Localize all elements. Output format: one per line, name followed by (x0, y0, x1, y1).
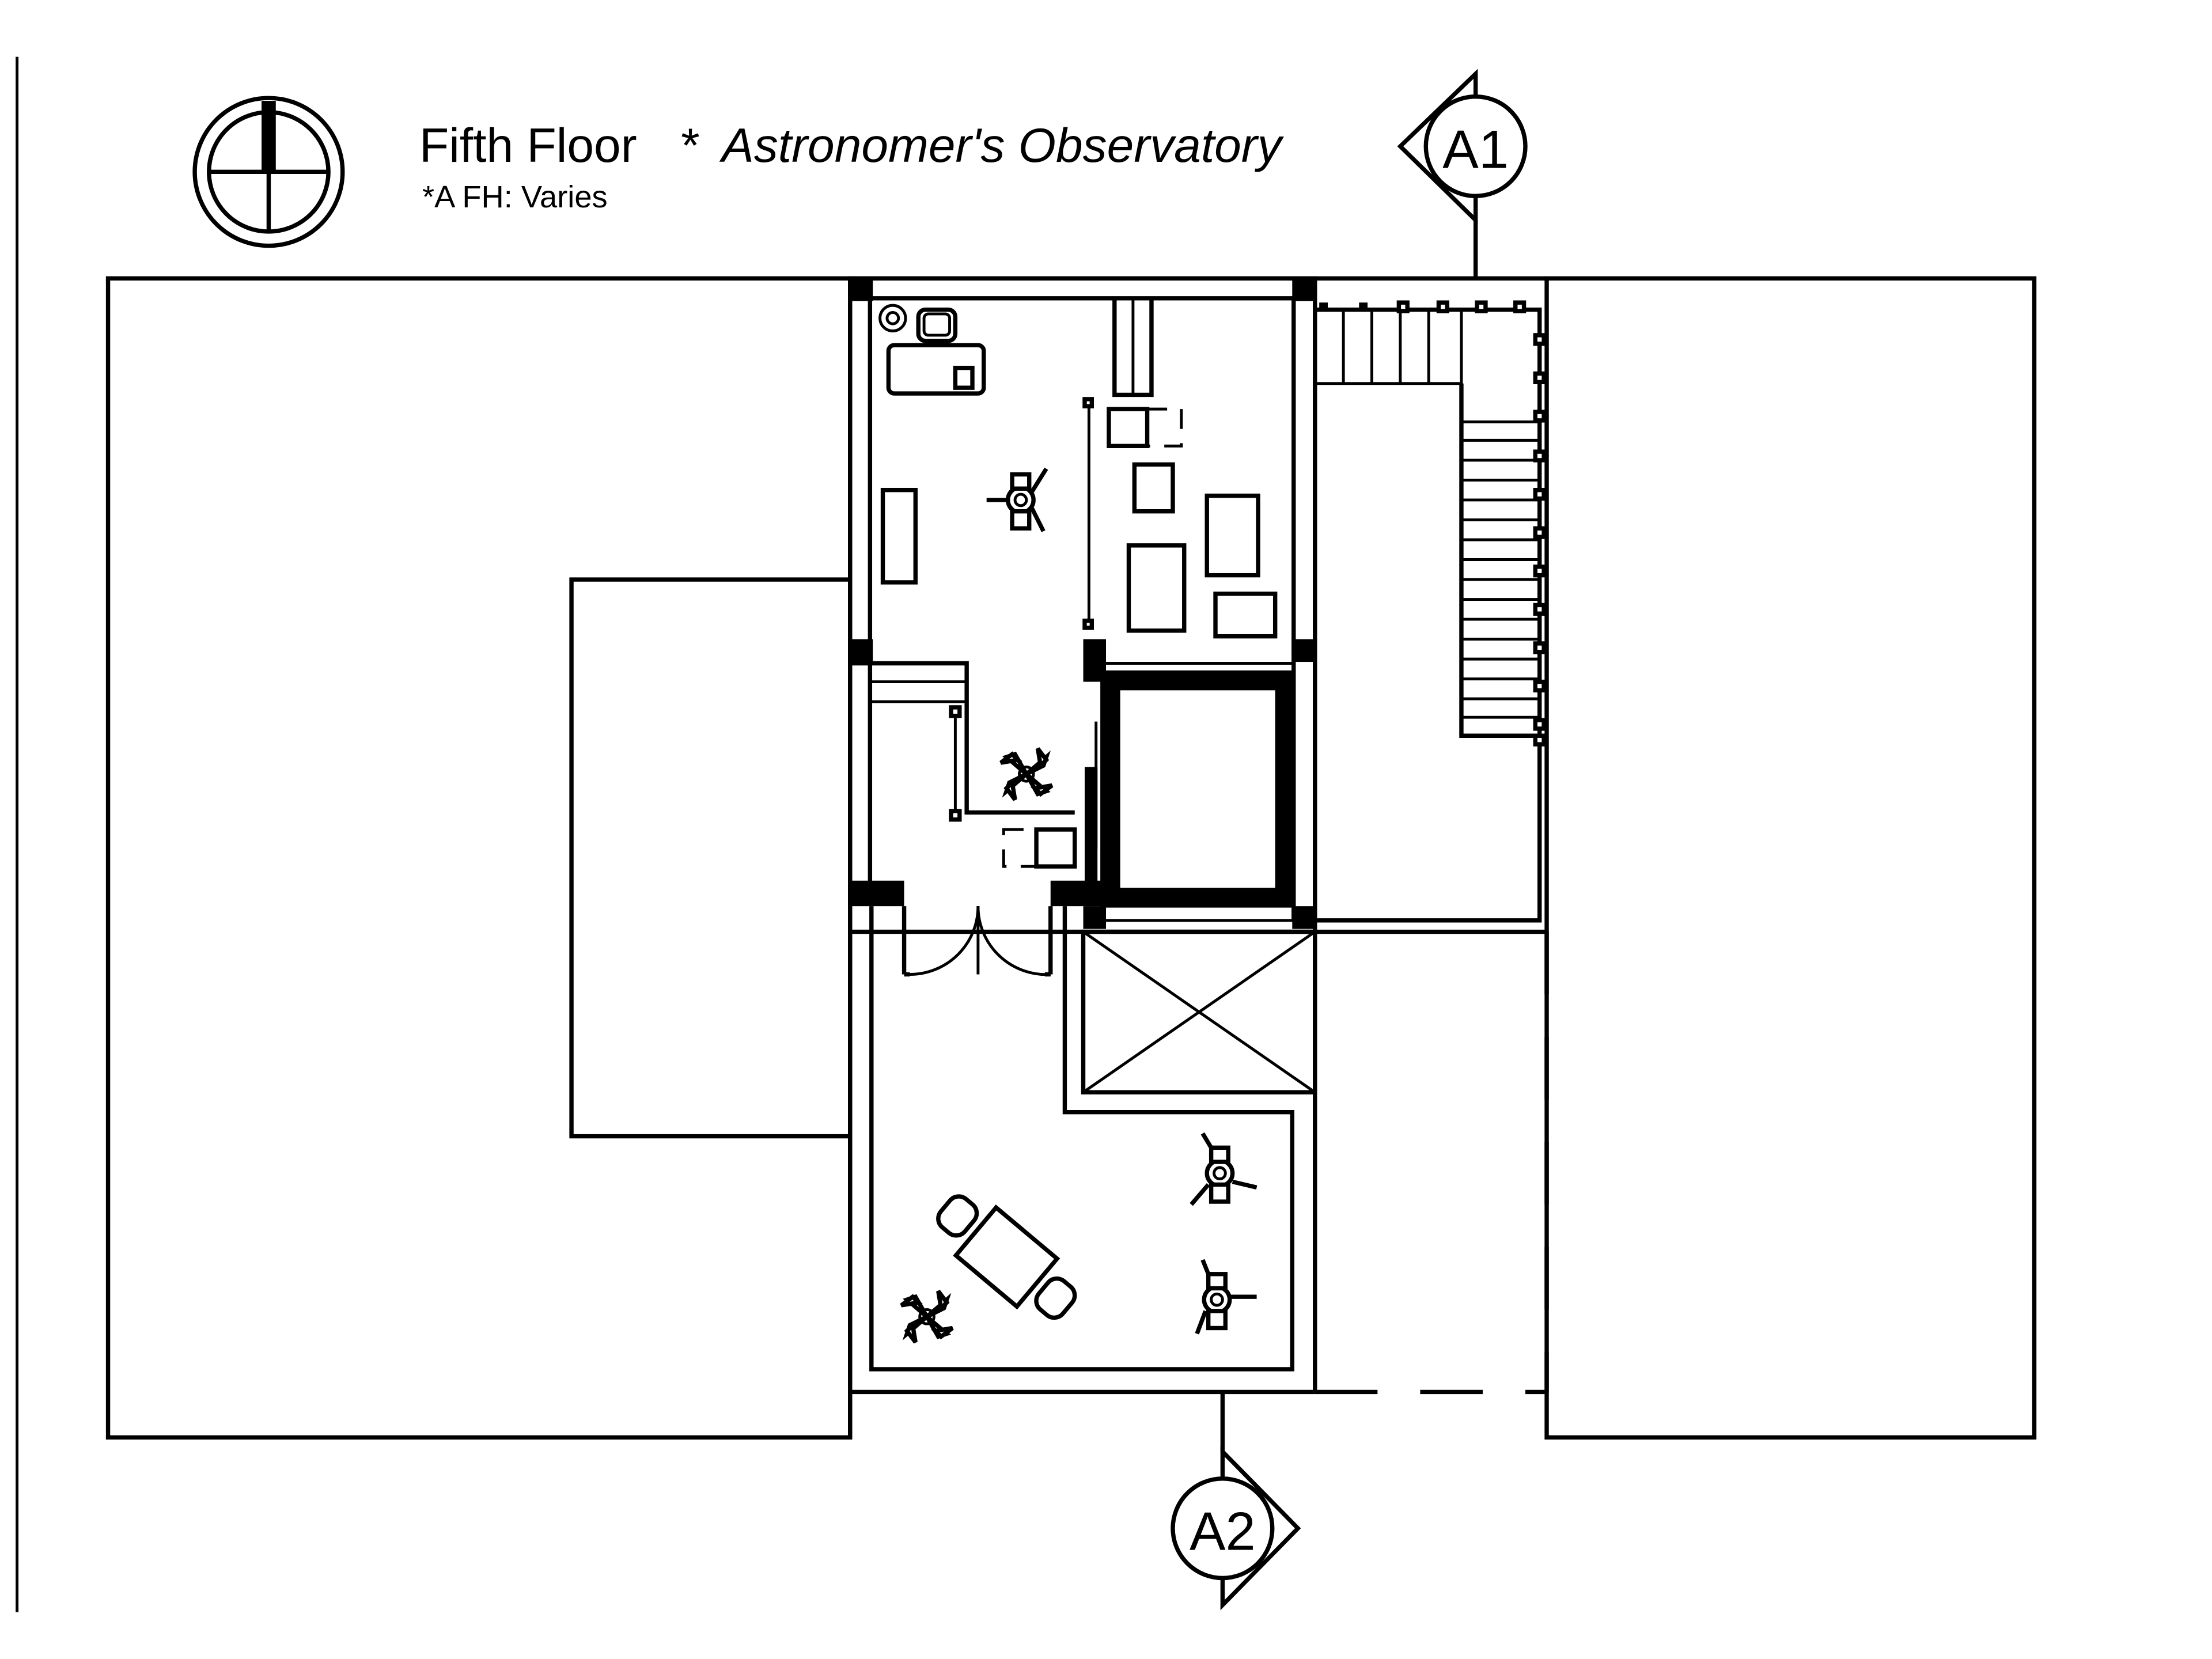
marker-a1-label: A1 (1442, 119, 1509, 179)
column (850, 278, 873, 301)
bookshelf (880, 487, 918, 585)
left-projection (569, 577, 850, 1139)
column (1083, 906, 1106, 929)
telescope-icon (1195, 1259, 1257, 1335)
cabinet (1132, 462, 1175, 514)
column (1292, 639, 1315, 662)
cabinet (1205, 493, 1260, 578)
section-marker-a2: A2 (1171, 1392, 1301, 1611)
column (1292, 906, 1315, 929)
room-name: Astronomer's Observatory (719, 118, 1285, 172)
column (1292, 278, 1315, 301)
cabinet (1213, 591, 1278, 639)
marker-a2-label: A2 (1190, 1501, 1256, 1562)
cabinet (1034, 827, 1077, 869)
railing-posts (1319, 300, 1546, 747)
table-with-chairs (936, 1194, 1077, 1320)
floor-name: Fifth Floor (419, 118, 637, 172)
cabinet (1107, 407, 1150, 448)
staircase (1313, 307, 1547, 934)
telescope-icon (986, 467, 1048, 532)
column (850, 639, 873, 662)
floor-height-note: *A FH: Varies (422, 180, 608, 214)
floor-title: Fifth Floor (419, 118, 637, 172)
open-void (1081, 929, 1317, 1094)
observatory-title: * Astronomer's Observatory (681, 118, 1285, 172)
telescope-icon (1190, 1132, 1257, 1206)
left-roof-mass (105, 276, 853, 1440)
terrace-parapet (869, 906, 1294, 1372)
plant-icon (900, 1290, 954, 1344)
column (850, 880, 904, 907)
cabinet (1126, 543, 1187, 633)
section-marker-a1: A1 (1397, 69, 1528, 279)
elevator-shaft (1100, 670, 1296, 908)
double-door (902, 906, 1053, 977)
desk-with-chair (878, 304, 986, 396)
title-asterisk: * (681, 118, 700, 172)
plant-icon (999, 747, 1054, 801)
right-roof-mass (1544, 276, 2037, 1440)
north-arrow-icon (192, 96, 345, 248)
